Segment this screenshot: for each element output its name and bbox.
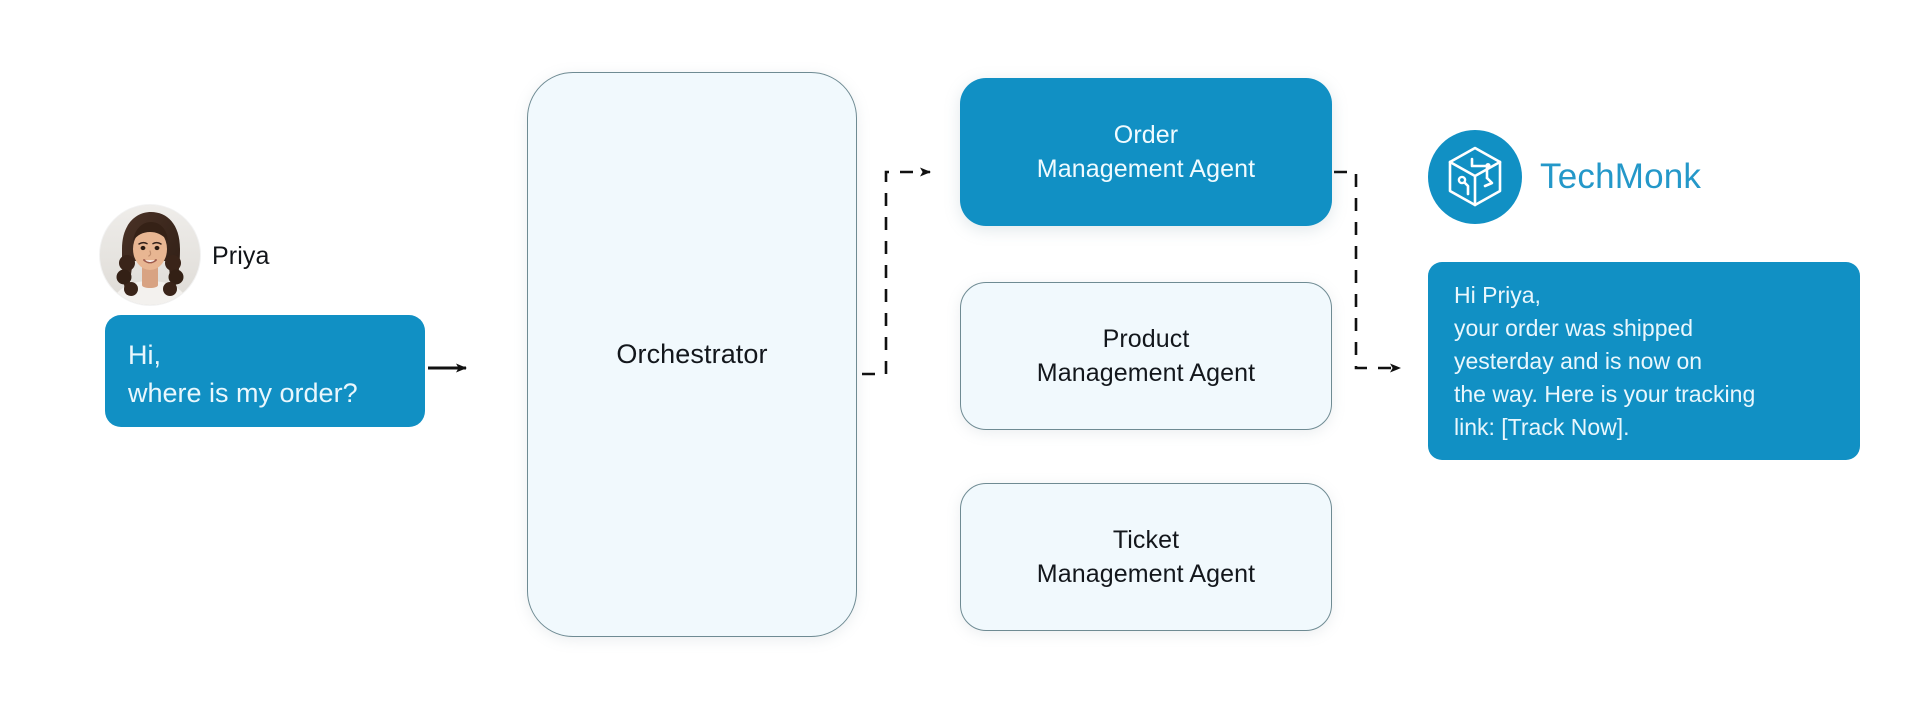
agent-reply-bubble: Hi Priya, your order was shipped yesterd… — [1428, 262, 1860, 460]
brand-name-label: TechMonk — [1540, 157, 1702, 196]
user-name-label: Priya — [212, 242, 270, 270]
agent-reply-text: Hi Priya, your order was shipped yesterd… — [1454, 282, 1756, 440]
user-message-text: Hi, where is my order? — [128, 340, 358, 408]
brand-block: TechMonk — [1428, 130, 1701, 224]
orchestrator-label: Orchestrator — [616, 339, 768, 369]
orchestrator-node[interactable]: Orchestrator — [527, 72, 857, 637]
avatar — [100, 205, 200, 305]
agent-card-ticket-management[interactable]: Ticket Management Agent — [960, 483, 1332, 631]
user-message-bubble: Hi, where is my order? — [105, 315, 425, 427]
connector-orchestrator-to-order-agent — [862, 167, 931, 376]
techmonk-cube-logo-icon — [1428, 130, 1522, 224]
agent-card-order-management[interactable]: Order Management Agent — [960, 78, 1332, 226]
connector-order-agent-to-reply — [1334, 170, 1401, 373]
agent-card-product-management[interactable]: Product Management Agent — [960, 282, 1332, 430]
user-block: Priya Hi, where is my order? — [100, 200, 440, 440]
